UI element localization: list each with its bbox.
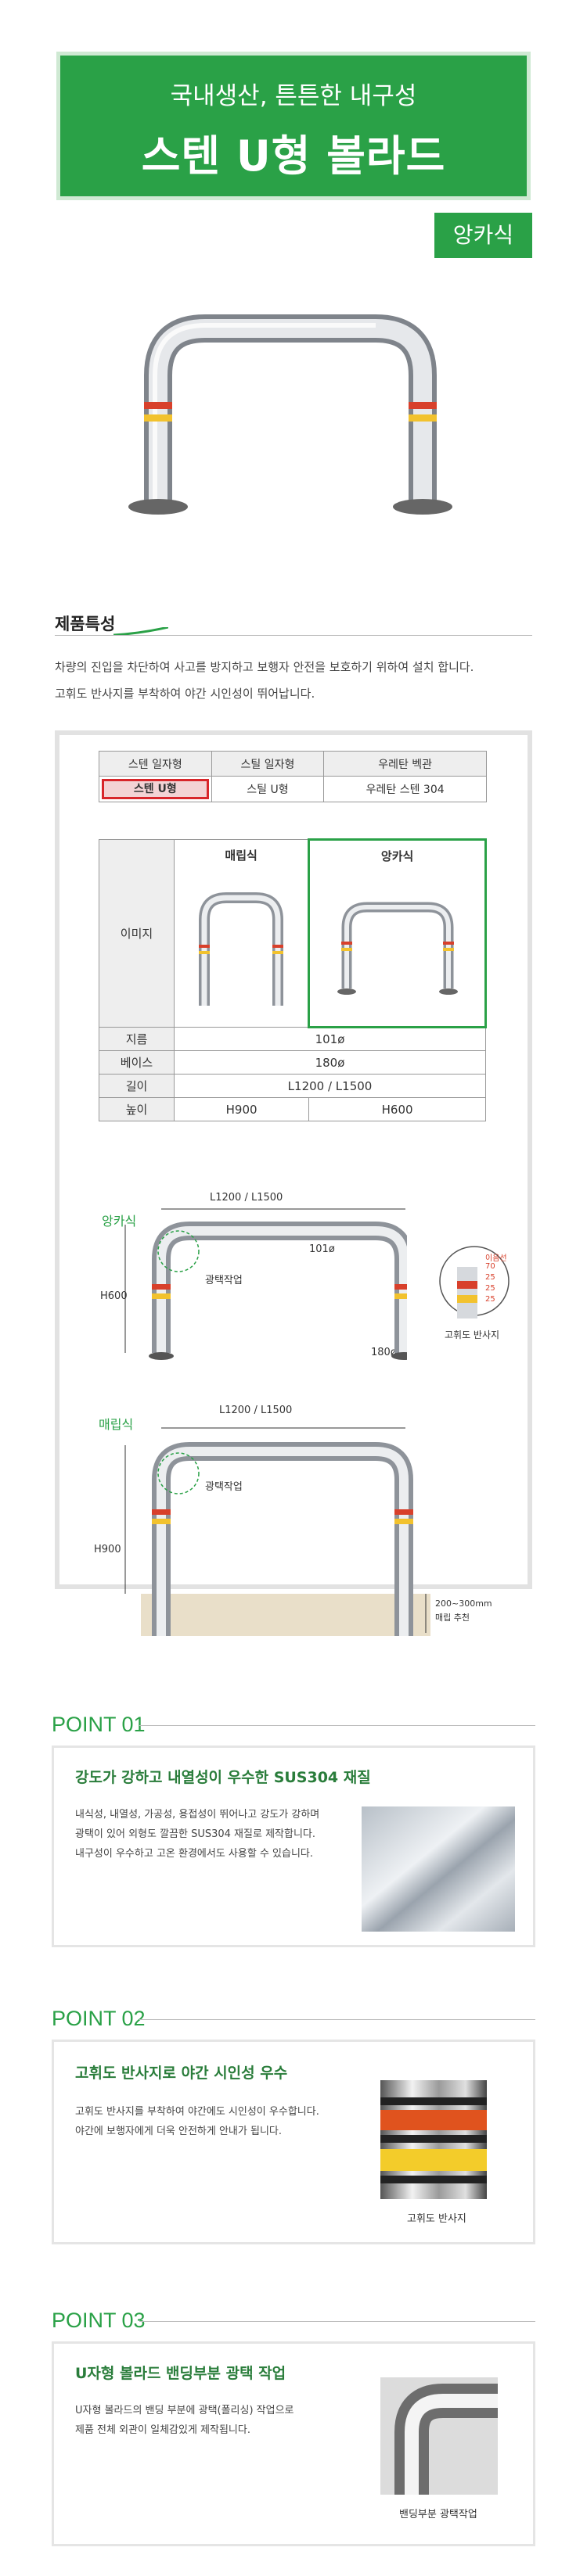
anchor-image-cell [308, 870, 487, 1028]
row-value: H900 [173, 1097, 310, 1121]
point-line: 제품 전체 외관이 일체감있게 제작됩니다. [75, 2424, 250, 2436]
buried-diagram-label: 매립식 [99, 1417, 134, 1432]
anchor-diagram [124, 1208, 407, 1360]
row-value: 180ø [174, 1050, 486, 1075]
buried-diagram [124, 1427, 430, 1636]
col-anchor: 앙카식 [308, 838, 487, 871]
buried-bollard-image [199, 892, 284, 1006]
point-line: 내구성이 우수하고 고온 환경에서도 사용할 수 있습니다. [75, 1848, 314, 1860]
reflector-dim: 25 [485, 1295, 495, 1304]
divider [139, 2321, 535, 2322]
install-type-badge: 앙카식 [434, 213, 532, 258]
hero-subtitle: 국내생산, 튼튼한 내구성 [170, 82, 417, 110]
point-title: U자형 볼라드 밴딩부분 광택 작업 [75, 2365, 286, 2382]
row-label: 높이 [99, 1097, 175, 1121]
feature-line-2: 고휘도 반사지를 부착하여 야간 시인성이 뛰어납니다. [55, 687, 315, 701]
row-label: 지름 [99, 1027, 175, 1051]
reflector-dim: 25 [485, 1284, 495, 1293]
point-title: 강도가 강하고 내열성이 우수한 SUS304 재질 [75, 1769, 371, 1786]
row-label: 길이 [99, 1074, 175, 1098]
point-caption: 고휘도 반사지 [407, 2213, 466, 2225]
reflector-label: 고휘도 반사지 [445, 1329, 500, 1340]
point-card [52, 2341, 535, 2546]
buried-depth: 200~300mm [435, 1598, 492, 1609]
point-caption: 밴딩부분 광택작업 [399, 2509, 477, 2520]
material-cell: 우레탄 스텐 304 [323, 776, 487, 802]
hero-title: 스텐 U형 볼라드 [141, 131, 446, 181]
point-line: 광택이 있어 외형도 깔끔한 SUS304 재질로 제작합니다. [75, 1828, 315, 1840]
point-line: 고휘도 반사지를 부착하여 야간에도 시인성이 우수합니다. [75, 2106, 319, 2118]
point-line: 야간에 보행자에게 더욱 안전하게 안내가 됩니다. [75, 2126, 282, 2137]
features-title: 제품특성 [55, 615, 116, 633]
row-value: L1200 / L1500 [174, 1074, 486, 1098]
spec-panel [55, 730, 532, 1589]
anchor-diameter: 101ø [309, 1243, 335, 1255]
buried-polish: 광택작업 [205, 1481, 243, 1493]
divider [55, 635, 532, 636]
anchor-bollard-image [337, 902, 458, 995]
reflector-dim: 70 [485, 1262, 495, 1271]
row-label-image: 이미지 [99, 839, 175, 1028]
reflector-photo [380, 2080, 487, 2199]
feature-line-1: 차량의 진입을 차단하여 사고를 방지하고 보행자 안전을 보호하기 위하여 설… [55, 660, 474, 674]
bend-polish-photo [380, 2377, 498, 2495]
divider [139, 2019, 535, 2020]
point-number: POINT 01 [52, 1713, 146, 1736]
point-card [52, 1745, 535, 1947]
reflector-dim: 25 [485, 1273, 495, 1282]
material-cell: 스틸 U형 [211, 776, 325, 802]
reflector-detail [439, 1246, 510, 1318]
product-image [128, 314, 452, 515]
material-table: 스텐 일자형 스틸 일자형 우레탄 벡관 스텐 U형 스틸 U형 우레탄 스텐 … [99, 751, 487, 802]
point-number: POINT 02 [52, 2007, 146, 2030]
title-accent [113, 627, 168, 635]
anchor-length: L1200 / L1500 [210, 1192, 283, 1204]
material-header: 우레탄 벡관 [323, 751, 487, 777]
point-line: U자형 볼라드의 밴딩 부분에 광택(폴리싱) 작업으로 [75, 2405, 294, 2416]
hero-banner: 국내생산, 튼튼한 내구성 스텐 U형 볼라드 [56, 52, 531, 200]
point-title: 고휘도 반사지로 야간 시인성 우수 [75, 2065, 288, 2082]
anchor-polish: 광택작업 [205, 1275, 243, 1286]
buried-depth-note: 매립 추천 [435, 1613, 470, 1623]
material-header: 스텐 일자형 [99, 751, 212, 777]
steel-texture-image [362, 1806, 515, 1932]
row-value: H600 [308, 1097, 486, 1121]
point-number: POINT 03 [52, 2309, 146, 2332]
anchor-height: H600 [100, 1290, 128, 1302]
material-cell-selected: 스텐 U형 [99, 776, 212, 802]
row-value: 101ø [174, 1027, 486, 1051]
buried-height: H900 [94, 1544, 121, 1555]
anchor-diagram-label: 앙카식 [102, 1214, 137, 1229]
buried-image-cell [173, 870, 310, 1028]
row-label: 베이스 [99, 1050, 175, 1075]
anchor-base: 180ø [371, 1347, 397, 1358]
point-card [52, 2040, 535, 2244]
col-buried: 매립식 [173, 839, 310, 871]
material-header: 스틸 일자형 [211, 751, 325, 777]
divider [139, 1725, 535, 1726]
reflector-seam: 이음선 [485, 1254, 507, 1263]
point-line: 내식성, 내열성, 가공성, 용접성이 뛰어나고 강도가 강하며 [75, 1809, 320, 1821]
selected-product-label: 스텐 U형 [102, 779, 209, 799]
buried-length: L1200 / L1500 [219, 1405, 293, 1416]
